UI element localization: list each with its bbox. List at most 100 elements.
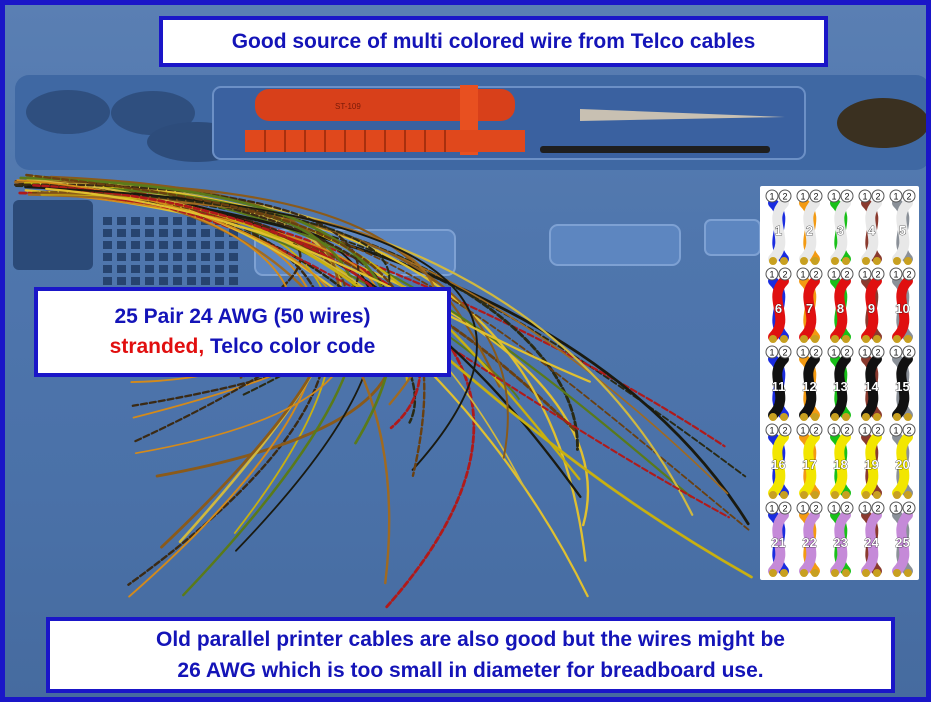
wire-tag-label: 1	[893, 270, 898, 280]
mat-hole	[103, 265, 112, 273]
wire-end	[831, 257, 839, 265]
wire-end	[842, 413, 850, 421]
top-callout-text: Good source of multi colored wire from T…	[231, 29, 756, 53]
wire-end	[831, 569, 839, 577]
mat-hole	[215, 241, 224, 249]
mat-hole	[229, 241, 238, 249]
wire-end	[862, 335, 870, 343]
pair-number: 5	[899, 223, 906, 238]
wire-end	[842, 491, 850, 499]
wire-spec-line2: stranded, Telco color code	[110, 332, 376, 362]
wire-primary	[799, 432, 820, 498]
mat-hole	[117, 229, 126, 237]
wire-tag	[778, 267, 792, 281]
pair-number: 11	[772, 379, 786, 394]
wire-end	[811, 569, 819, 577]
wire-tag-label: 1	[862, 348, 867, 358]
wire-primary	[768, 432, 789, 498]
wire-end	[893, 491, 901, 499]
wire-tag	[858, 345, 872, 359]
wire-tag	[765, 423, 779, 437]
mat-hole	[159, 241, 168, 249]
mat-bin	[704, 219, 761, 256]
tray-well	[837, 98, 926, 148]
wire-tag	[871, 423, 885, 437]
wire-tag	[827, 423, 841, 437]
tray-well	[26, 90, 110, 134]
wire-tag-label: 1	[831, 426, 836, 436]
wire-primary	[830, 276, 851, 342]
wire-end	[780, 491, 788, 499]
wire-tag-label: 2	[906, 270, 911, 280]
mat-bin	[549, 224, 681, 266]
wire-end	[769, 569, 777, 577]
mat-hole	[229, 265, 238, 273]
wire-end	[800, 491, 808, 499]
pair-number: 21	[771, 535, 785, 550]
mat-hole	[173, 241, 182, 249]
wire-primary	[861, 432, 882, 498]
wire-tag	[809, 345, 823, 359]
mat-hole	[201, 265, 210, 273]
wire-strand	[45, 187, 591, 383]
mat-hole	[215, 229, 224, 237]
pair-number: 3	[837, 223, 844, 238]
wire-tag	[796, 423, 810, 437]
mat-cutout	[13, 200, 93, 270]
bottom-callout: Old parallel printer cables are also goo…	[46, 617, 895, 693]
wire-tag-label: 2	[813, 270, 818, 280]
wire-tag-label: 1	[831, 192, 836, 202]
pair-number: 15	[895, 379, 909, 394]
wire-primary	[768, 354, 789, 420]
wire-tag-label: 1	[800, 270, 805, 280]
wire-tag	[858, 189, 872, 203]
pair-number: 20	[895, 457, 909, 472]
wire-end	[904, 335, 912, 343]
wire-tag-label: 1	[769, 192, 774, 202]
mat-hole	[131, 253, 140, 261]
wire-tag	[871, 345, 885, 359]
mat-hole	[145, 229, 154, 237]
wire-primary	[861, 198, 882, 264]
wire-tag-label: 2	[844, 270, 849, 280]
mat-hole	[215, 265, 224, 273]
wire-primary	[799, 276, 820, 342]
wire-tag	[796, 345, 810, 359]
wire-end	[780, 413, 788, 421]
mat-hole	[117, 253, 126, 261]
tweezers	[580, 109, 785, 121]
wire-tag	[827, 189, 841, 203]
wire-tag	[778, 501, 792, 515]
wire-end	[862, 257, 870, 265]
wire-end	[780, 257, 788, 265]
wire-tag-label: 1	[769, 504, 774, 514]
mat-hole	[145, 277, 154, 285]
wire-tag-label: 1	[800, 426, 805, 436]
wire-end	[862, 413, 870, 421]
pair-number: 13	[833, 379, 847, 394]
wire-primary	[861, 276, 882, 342]
wire-tag-label: 2	[813, 192, 818, 202]
wire-end	[904, 491, 912, 499]
mat-hole	[187, 229, 196, 237]
pair-number: 2	[806, 223, 813, 238]
wire-end	[769, 413, 777, 421]
wire-end	[780, 569, 788, 577]
color-code-label: Telco color code	[204, 335, 376, 358]
wire-tag-label: 2	[875, 348, 880, 358]
wire-tag-label: 2	[782, 348, 787, 358]
photo-scene: ST-109	[13, 75, 926, 609]
wire-tag-label: 1	[893, 348, 898, 358]
